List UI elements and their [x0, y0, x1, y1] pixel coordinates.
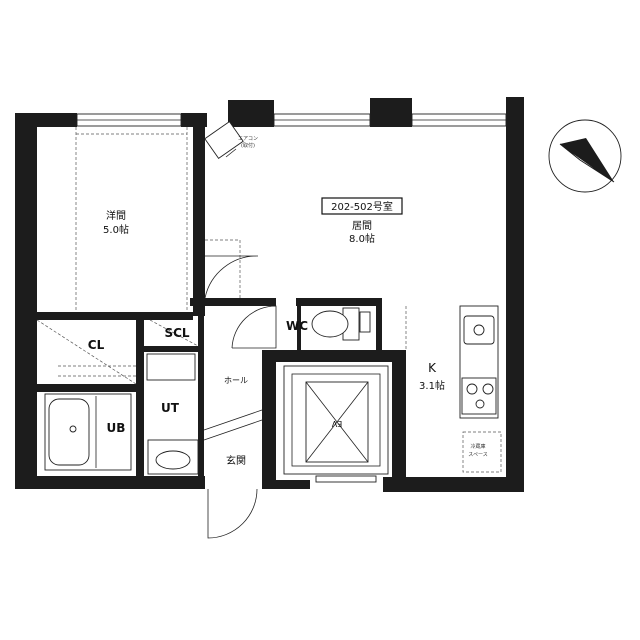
- bath-fixtures: [44, 353, 199, 475]
- unit-badge-frame: [321, 197, 403, 215]
- aircon-sub-label: (取付): [241, 142, 255, 149]
- western-room-name: 洋間: [106, 209, 126, 222]
- doors: [203, 255, 277, 539]
- kitchen-fixtures: [459, 305, 502, 473]
- windows: [76, 113, 507, 127]
- hall-label: ホール: [224, 376, 248, 385]
- exterior-walls: [15, 97, 524, 492]
- interior-walls: [37, 127, 406, 484]
- fridge-label: 冷蔵庫: [470, 443, 485, 450]
- western-room-size: 5.0帖: [103, 223, 129, 236]
- kitchen-size: 3.1帖: [419, 379, 445, 392]
- aircon-label: エアコン: [238, 136, 258, 142]
- entrance-label: 玄関: [226, 454, 246, 467]
- compass-icon: [548, 119, 622, 193]
- elevator-shaft: [283, 365, 389, 483]
- living-room-name: 居間: [352, 220, 372, 232]
- living-room-size: 8.0帖: [349, 232, 375, 245]
- unit-badge: 202-502号室: [331, 200, 393, 213]
- aircon-unit: [204, 120, 244, 160]
- fridge-sub-label: スペース: [468, 452, 487, 458]
- toilet-fixture: [311, 307, 371, 341]
- shoe-closet-label: SCL: [164, 326, 189, 340]
- utility-label: UT: [161, 401, 180, 415]
- closet-label: CL: [88, 338, 105, 352]
- bathroom-label: UB: [107, 421, 126, 435]
- toilet-label: WC: [286, 319, 308, 333]
- kitchen-name: K: [428, 361, 437, 375]
- elevator-label: EV: [331, 419, 342, 428]
- room-guides: [36, 127, 407, 385]
